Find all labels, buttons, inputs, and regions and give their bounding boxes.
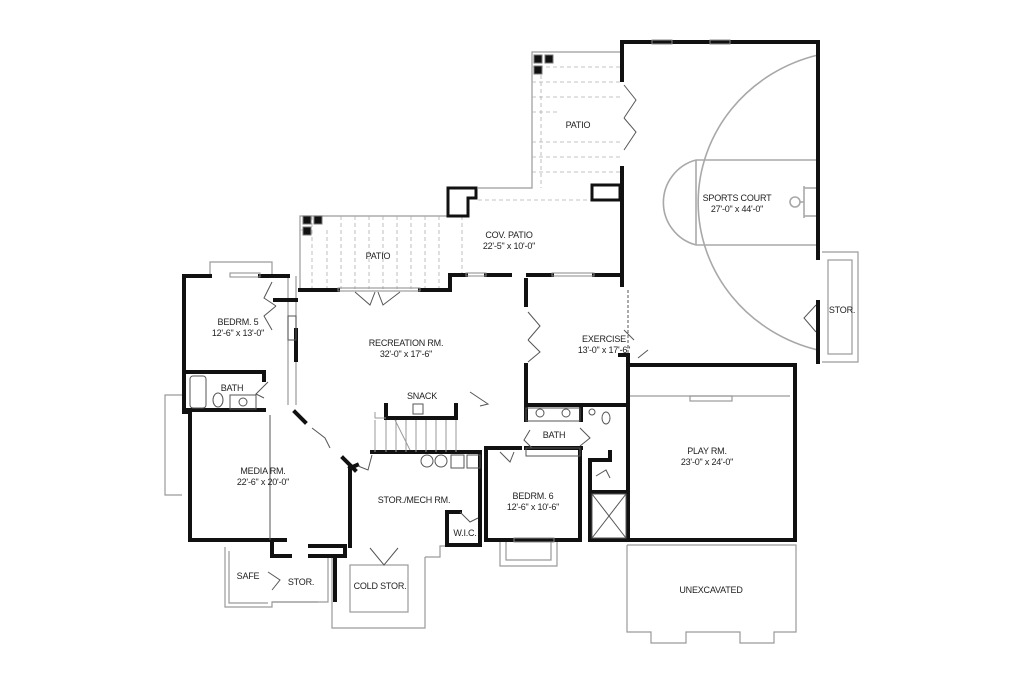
label-stor-mech-rm: STOR./MECH RM. <box>377 495 451 505</box>
planters <box>302 54 554 236</box>
label-patio-upper: PATIO <box>565 120 591 130</box>
label-exercise: EXERCISE 13'-0" x 17'-6" <box>577 334 631 355</box>
light-outlines <box>164 51 859 644</box>
label-unexcavated: UNEXCAVATED <box>679 585 743 595</box>
label-safe: SAFE <box>236 571 260 581</box>
label-stor-right: STOR. <box>828 305 856 315</box>
label-sports-court: SPORTS COURT 27'-0" x 44'-0" <box>702 193 772 214</box>
fixtures <box>189 39 817 591</box>
label-play-rm: PLAY RM. 23'-0" x 24'-0" <box>680 446 734 467</box>
label-cold-stor: COLD STOR. <box>353 581 407 591</box>
label-patio-lower: PATIO <box>365 251 391 261</box>
label-stor-small: STOR. <box>287 577 315 587</box>
label-media-rm: MEDIA RM. 22'-6" x 20'-0" <box>236 466 290 487</box>
court-markings <box>662 54 819 351</box>
label-snack: SNACK <box>406 391 438 401</box>
label-cov-patio: COV. PATIO 22'-5" x 10'-0" <box>482 230 536 251</box>
label-bedrm-6: BEDRM. 6 12'-6" x 10'-6" <box>506 491 560 512</box>
label-bath-5: BATH <box>220 383 244 393</box>
label-wic: W.I.C. <box>453 528 477 538</box>
label-bedrm-5: BEDRM. 5 12'-6" x 13'-0" <box>211 317 265 338</box>
walls <box>182 40 820 602</box>
label-bath-6: BATH <box>542 430 566 440</box>
label-recreation-rm: RECREATION RM. 32'-0" x 17'-6" <box>368 338 444 359</box>
